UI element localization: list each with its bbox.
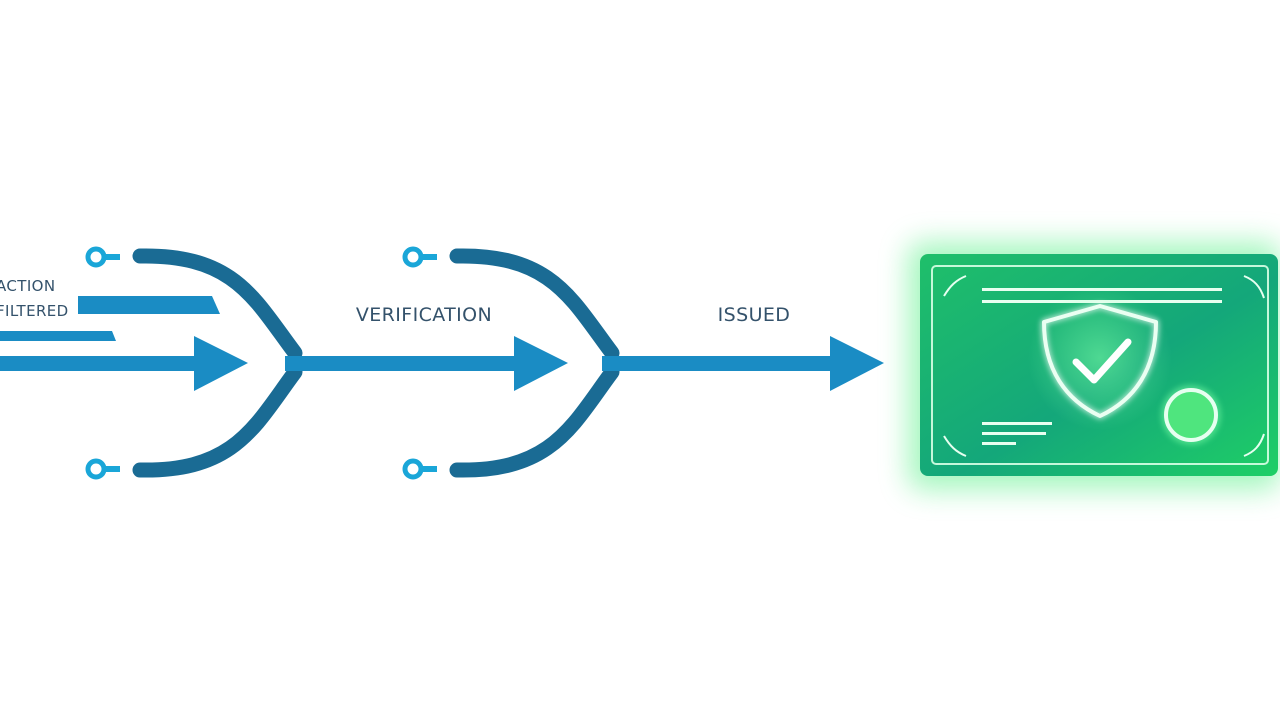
start-arrow-shaft — [0, 356, 200, 371]
key-node-icon — [402, 458, 437, 480]
certificate-corner-bottom-right — [1243, 433, 1265, 457]
key-node-icon — [85, 458, 120, 480]
junction-1-lower-branch — [132, 364, 303, 478]
certificate-line — [982, 422, 1052, 425]
junction-1 — [85, 246, 303, 480]
certificate-line — [982, 442, 1016, 445]
start-segment: ACTION FILTERED — [0, 277, 248, 391]
stage-label-issued: ISSUED — [718, 304, 791, 326]
flow-arrow-3: ISSUED — [602, 304, 884, 391]
certificate-card — [908, 242, 1280, 490]
start-stripe-upper — [78, 296, 220, 314]
junction-2-upper-branch — [449, 248, 620, 361]
flow-arrow-2-shaft — [285, 356, 520, 371]
start-label-line1: ACTION — [0, 277, 56, 295]
certificate-corner-top-right — [1243, 275, 1265, 299]
shield-check-icon — [1028, 286, 1172, 430]
flow-arrow-3-head — [830, 336, 884, 391]
stage-label-verification: VERIFICATION — [356, 304, 492, 326]
certificate-corner-top-left — [943, 275, 967, 297]
junction-1-upper-branch — [132, 248, 303, 361]
key-node-icon — [85, 246, 120, 268]
seal-circle-icon — [1161, 385, 1221, 445]
start-stripe-lower — [0, 331, 116, 341]
junction-2-lower-branch — [449, 364, 620, 478]
certificate-corner-bottom-left — [943, 435, 967, 457]
junction-2 — [402, 246, 620, 480]
start-label-line2: FILTERED — [0, 302, 69, 320]
flow-arrow-2-head — [514, 336, 568, 391]
certificate-inner-frame — [931, 265, 1269, 465]
start-arrow-head — [194, 336, 248, 391]
certificate-line — [982, 432, 1046, 435]
key-node-icon — [402, 246, 437, 268]
flow-arrow-2: VERIFICATION — [285, 304, 568, 391]
flow-arrow-3-shaft — [602, 356, 837, 371]
